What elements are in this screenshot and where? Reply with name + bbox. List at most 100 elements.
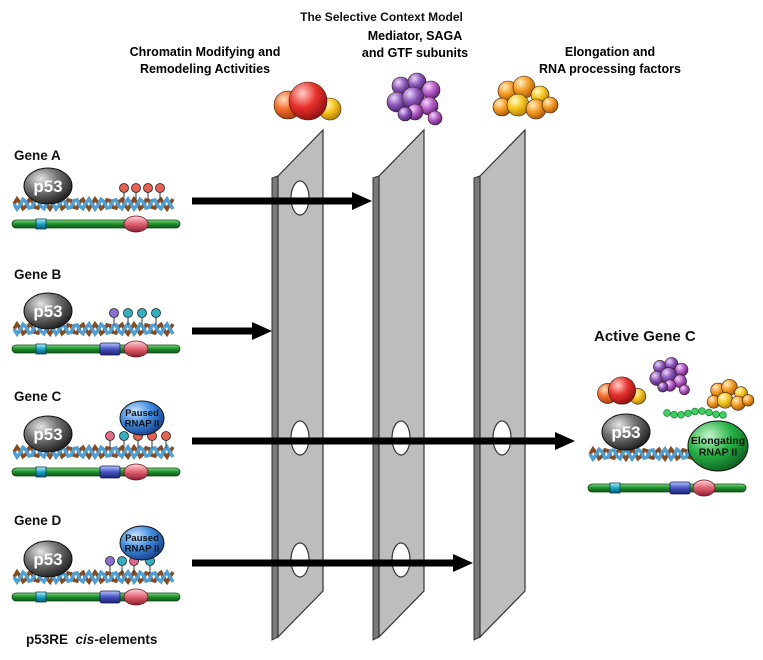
rnap-ii-protein-shape <box>119 525 165 561</box>
category-chromatin-line-2: Remodeling Activities <box>139 62 271 76</box>
bound-elongation-factor-cluster <box>706 379 755 411</box>
bound-mediator-cluster <box>649 357 690 396</box>
arrow-head <box>252 322 272 340</box>
rna-transcript-bead <box>684 409 692 417</box>
filter-panel-side <box>372 175 380 641</box>
histone-mark <box>131 183 141 193</box>
category-elongation-label: Elongation and RNA processing factors <box>510 44 710 78</box>
p53-protein-shape <box>23 167 73 205</box>
arrow-gene-b <box>192 322 272 340</box>
category-chromatin-line-1: Chromatin Modifying and <box>129 45 281 59</box>
p53-protein: p53 <box>23 540 73 578</box>
active-gene-label: Active Gene C <box>594 328 696 345</box>
arrow-head <box>453 554 473 572</box>
arrow-head <box>555 432 575 450</box>
p53-protein: p53 <box>23 167 73 205</box>
histone-mark <box>123 308 133 318</box>
mediator-subunit <box>674 362 689 377</box>
rna-transcript-bead <box>705 408 713 417</box>
rnap-ii-protein-label: Paused <box>125 533 159 544</box>
histone-mark <box>143 183 153 193</box>
gene-d-label: Gene D <box>14 513 62 528</box>
footer-italic: cis <box>75 632 95 647</box>
p53-protein-label: p53 <box>33 550 62 569</box>
arrow-gene-d <box>192 554 473 572</box>
gene-b-construct: p53 <box>11 292 181 358</box>
histone-mark <box>119 431 129 441</box>
elongating-rnap-ii-label: Elongating <box>691 435 745 447</box>
mediator-subunit <box>421 80 441 100</box>
rna-transcript-bead <box>691 407 699 416</box>
rnap-ii-protein-shape <box>119 400 165 436</box>
rnap-ii-protein-label: RNAP II <box>125 544 160 555</box>
gene-a-label: Gene A <box>14 148 61 163</box>
dna-strand <box>12 443 175 461</box>
histone-mark <box>161 431 171 441</box>
footer-prefix: p53RE <box>26 632 69 647</box>
bound-chromatin-factor-cluster <box>597 376 647 405</box>
p53-protein-label: p53 <box>33 425 62 444</box>
enhancer-element <box>123 463 149 481</box>
filter-panel-face <box>479 128 526 639</box>
elongation-factor-subunit <box>716 392 734 409</box>
gene-c-label: Gene C <box>14 389 62 404</box>
elongation-factor-subunit <box>742 394 755 407</box>
enhancer-element <box>692 479 716 497</box>
rna-transcript-bead <box>719 411 727 419</box>
category-chromatin-label: Chromatin Modifying and Remodeling Activ… <box>100 44 310 78</box>
diagram-title: The Selective Context Model <box>300 10 463 24</box>
mediator-cluster <box>386 72 443 126</box>
dna-strand <box>12 320 175 338</box>
filter-panel-face <box>277 128 324 639</box>
p53-protein-label: p53 <box>611 423 640 442</box>
cis-element <box>35 343 47 355</box>
rnap-ii-protein-label: Paused <box>125 408 159 419</box>
filter-panel-1 <box>271 128 324 641</box>
category-mediator-label: Mediator, SAGA and GTF subunits <box>340 28 490 62</box>
filter-panel-3 <box>473 128 526 641</box>
filter-panel-side <box>473 175 481 641</box>
p53-protein-shape <box>23 540 73 578</box>
promoter-element <box>669 481 691 495</box>
gene-b-label: Gene B <box>14 267 62 282</box>
p53-protein-shape <box>23 415 73 453</box>
enhancer-element <box>123 215 149 233</box>
filter-panel-side <box>271 175 279 641</box>
mediator-subunit <box>397 106 413 122</box>
elongating-rnap-ii-label: RNAP II <box>699 446 737 458</box>
promoter-element <box>99 465 121 479</box>
cis-element <box>35 591 47 603</box>
p53-protein: p53 <box>23 292 73 330</box>
category-elongation-line-2: RNA processing factors <box>539 62 681 76</box>
p53-protein-label: p53 <box>33 177 62 196</box>
histone-mark <box>105 556 115 566</box>
p53-protein: p53 <box>23 415 73 453</box>
enhancer-element <box>123 340 149 358</box>
mediator-subunit <box>427 110 443 126</box>
enhancer-element <box>123 588 149 606</box>
p53-protein: p53 <box>601 413 651 451</box>
rna-transcript-bead <box>698 407 706 415</box>
histone-mark <box>151 308 161 318</box>
category-mediator-line-1: Mediator, SAGA <box>367 29 463 43</box>
mediator-subunit <box>657 381 669 393</box>
histone-mark <box>155 183 165 193</box>
cis-element <box>609 482 621 494</box>
histone-mark <box>105 431 115 441</box>
arrow-head <box>352 192 372 210</box>
cis-element <box>35 218 47 230</box>
rna-transcript-bead <box>677 411 685 419</box>
chromatin-factor-subunit <box>608 376 636 405</box>
p53-protein-label: p53 <box>33 302 62 321</box>
histone-mark <box>137 308 147 318</box>
p53-protein-shape <box>601 413 651 451</box>
rna-transcript-bead <box>663 409 671 417</box>
rna-transcript-bead <box>670 410 678 419</box>
